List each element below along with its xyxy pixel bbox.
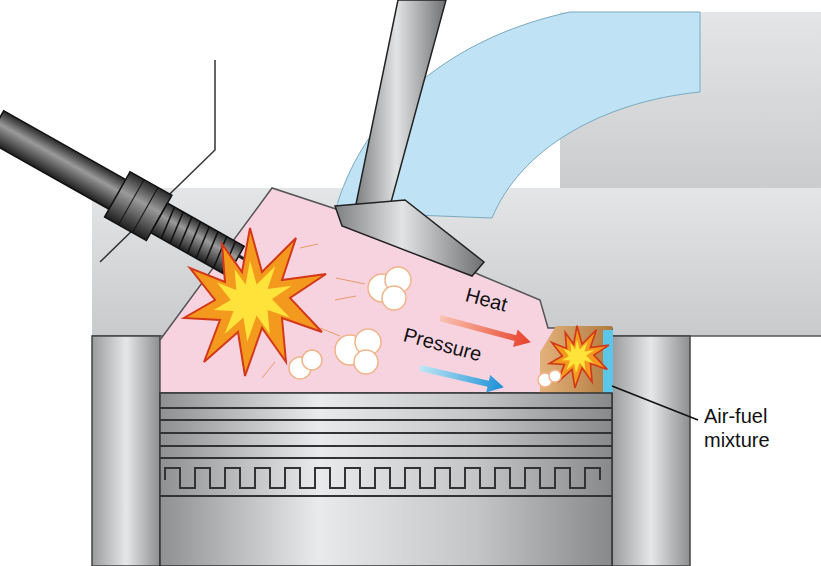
valve-head [335,200,484,276]
combustion-chamber [160,188,612,393]
cylinder-wall [92,336,160,566]
ignition-flame [184,228,326,376]
callout-label: Air-fuel mixture [704,404,814,452]
valve-stem [356,0,446,206]
flame-streaks [262,244,365,378]
cylinder-wall [612,336,690,566]
leader-line [612,386,698,420]
piston-rings [160,408,612,496]
air-fuel-mixture [603,330,613,393]
piston [160,393,612,566]
knock-flame [549,326,609,388]
pressure-arrow [418,359,506,396]
